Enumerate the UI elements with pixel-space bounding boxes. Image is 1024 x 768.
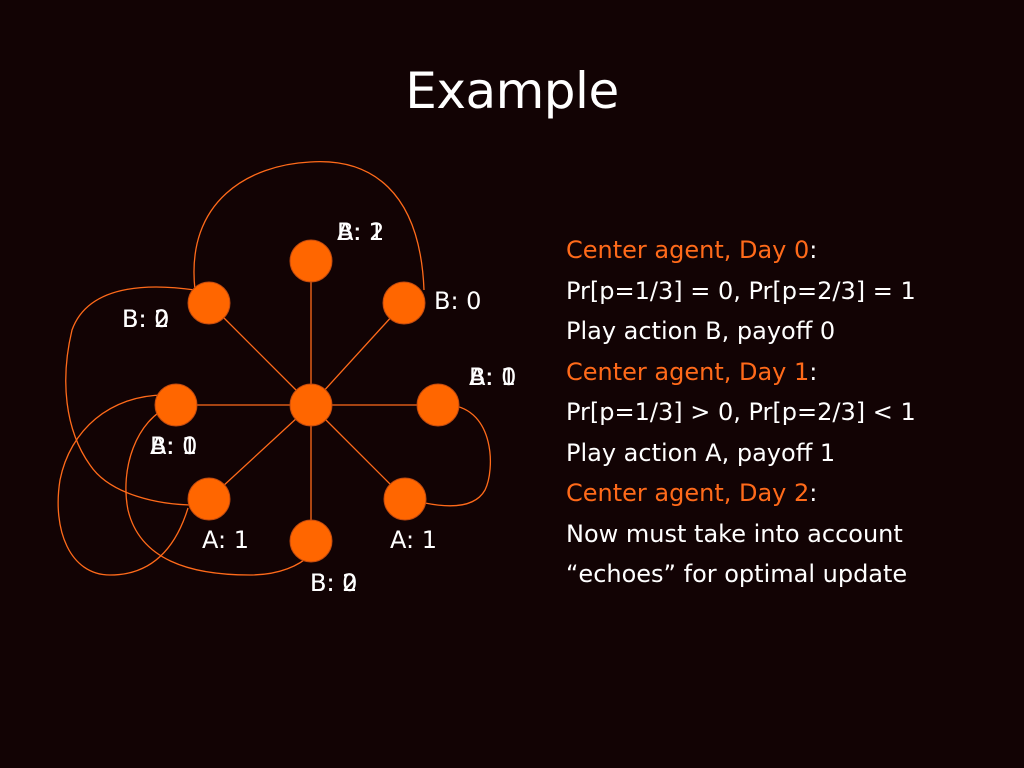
explanation-line: Now must take into account — [566, 514, 996, 555]
explanation-line: Pr[p=1/3] = 0, Pr[p=2/3] = 1 — [566, 271, 996, 312]
line-text: Now must take into account — [566, 519, 903, 548]
explanation-line: “echoes” for optimal update — [566, 554, 996, 595]
loop-edge-left-bottom — [57, 394, 189, 576]
node-bottom — [289, 519, 333, 563]
node-label-top: A: 1 — [337, 218, 384, 246]
day-heading: Center agent, Day 1 — [566, 357, 810, 386]
node-label-lower-right: A: 1 — [390, 526, 437, 554]
node-label-left: A: 1 — [150, 432, 197, 460]
loop-edge-upper-left-upper-right — [193, 161, 425, 291]
loop-edge-right-lower-right — [424, 404, 492, 507]
line-text: : — [809, 357, 818, 386]
node-right — [416, 383, 460, 427]
explanation-text: Center agent, Day 0: Pr[p=1/3] = 0, Pr[p=… — [566, 230, 996, 595]
node-label-bottom: B: 0 — [310, 569, 357, 597]
line-text: : — [809, 479, 818, 507]
node-label-left: B: 0 — [150, 432, 197, 460]
node-labels: B: 2A: 1B: 0A: 1B: 0A: 1B: 2B: 0A: 1B: 0… — [122, 218, 516, 597]
node-center — [289, 383, 333, 427]
spoke-edge-lower-right — [310, 404, 406, 500]
line-text: Pr[p=1/3] = 0, Pr[p=2/3] = 1 — [566, 276, 916, 305]
line-text: “echoes” for optimal update — [566, 560, 908, 588]
loop-edge-left-bottom-inner — [125, 404, 311, 576]
node-label-right: A: 1 — [469, 363, 516, 391]
line-text: : — [809, 236, 818, 264]
explanation-line: Pr[p=1/3] > 0, Pr[p=2/3] < 1 — [566, 392, 996, 433]
node-left — [154, 383, 198, 427]
day-heading: Center agent, Day 0 — [566, 236, 810, 264]
line-text: Play action B, payoff 0 — [566, 317, 836, 345]
node-label-upper-left: B: 0 — [122, 305, 169, 333]
slide-title: Example — [405, 62, 619, 120]
node-label-upper-left: B: 2 — [122, 305, 169, 333]
loop-edge-upper-left-lower-left — [65, 286, 196, 506]
node-label-lower-left: A: 1 — [202, 526, 249, 554]
explanation-line: Center agent, Day 0: — [566, 230, 996, 271]
node-label-upper-right: B: 0 — [434, 287, 481, 315]
explanation-line: Center agent, Day 2: — [566, 473, 996, 514]
day-heading: Center agent, Day 2 — [566, 479, 810, 507]
node-upper-right — [382, 281, 426, 325]
nodes — [154, 239, 460, 563]
line-text: Pr[p=1/3] > 0, Pr[p=2/3] < 1 — [566, 398, 916, 426]
explanation-line: Center agent, Day 1: — [566, 352, 996, 393]
node-lower-right — [383, 477, 427, 521]
line-text: Play action A, payoff 1 — [566, 438, 836, 467]
explanation-line: Play action A, payoff 1 — [566, 433, 996, 474]
node-label-right: B: 0 — [469, 363, 516, 391]
spoke-edge-upper-right — [310, 302, 405, 406]
explanation-line: Play action B, payoff 0 — [566, 311, 996, 352]
node-label-top: B: 2 — [337, 218, 384, 246]
loop-edges — [57, 161, 492, 576]
node-lower-left — [187, 477, 231, 521]
node-upper-left — [187, 281, 231, 325]
spoke-edge-lower-left — [208, 404, 312, 500]
spoke-edge-upper-left — [208, 302, 312, 406]
node-label-bottom: B: 2 — [310, 569, 357, 597]
node-top — [289, 239, 333, 283]
